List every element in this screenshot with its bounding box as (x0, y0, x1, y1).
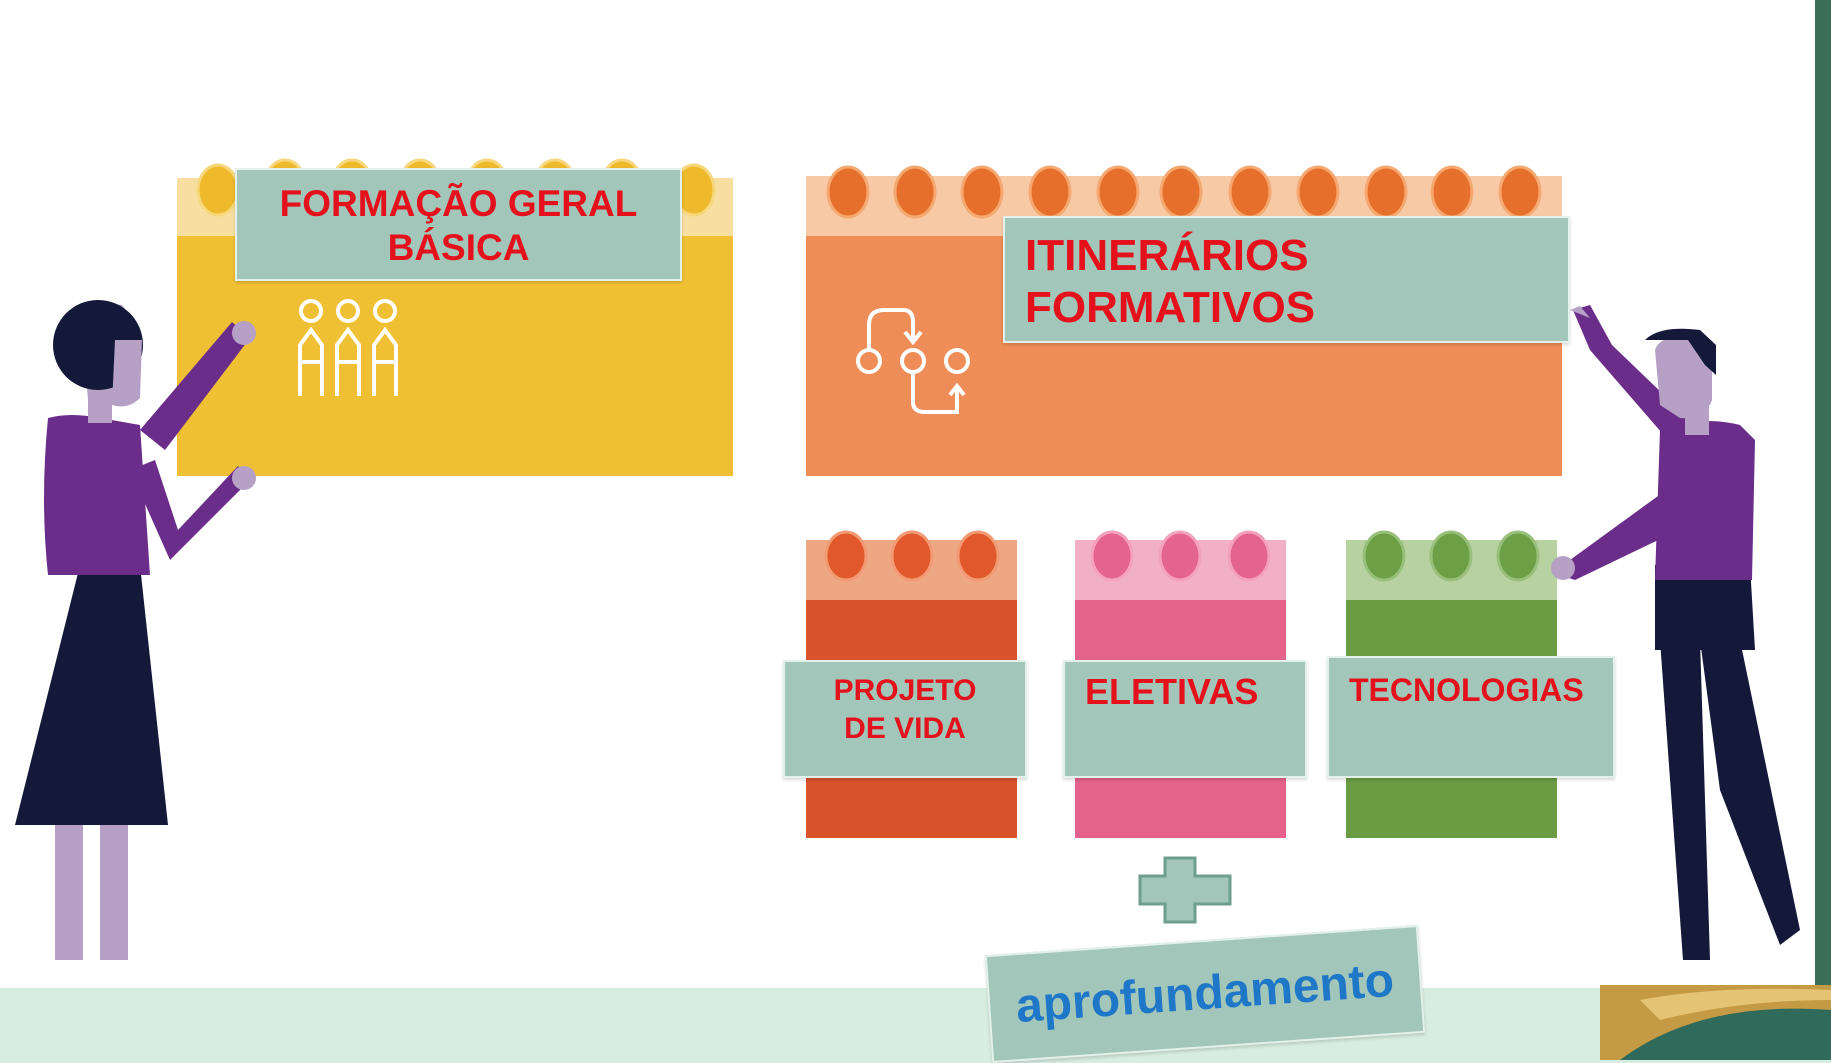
studs-itinerarios (826, 165, 1542, 219)
projeto-line1: PROJETO (833, 674, 977, 707)
tecnologias-text: TECNOLOGIAS (1349, 672, 1584, 708)
itinerarios-line1: ITINERÁRIOS (1025, 231, 1309, 280)
aprofundamento-text: aprofundamento (1014, 953, 1396, 1034)
white-panel (0, 0, 1815, 988)
pathway-icon (856, 308, 970, 414)
label-formacao: FORMAÇÃO GERAL BÁSICA (235, 168, 682, 281)
formacao-line1: FORMAÇÃO GERAL (279, 183, 638, 224)
label-itinerarios: ITINERÁRIOS FORMATIVOS (1003, 216, 1570, 343)
label-eletivas: ELETIVAS (1063, 660, 1307, 778)
woman-figure (15, 300, 256, 960)
itinerarios-line2: FORMATIVOS (1025, 283, 1316, 332)
decorative-strip (1600, 0, 1831, 1060)
label-projeto: PROJETO DE VIDA (783, 660, 1027, 778)
projeto-line2: DE VIDA (844, 712, 966, 745)
eletivas-text: ELETIVAS (1085, 671, 1259, 712)
man-figure (1551, 305, 1800, 960)
formacao-line2: BÁSICA (387, 227, 530, 268)
people-icon (298, 299, 398, 396)
label-tecnologias: TECNOLOGIAS (1327, 656, 1615, 778)
plus-icon-shape (1138, 856, 1232, 924)
